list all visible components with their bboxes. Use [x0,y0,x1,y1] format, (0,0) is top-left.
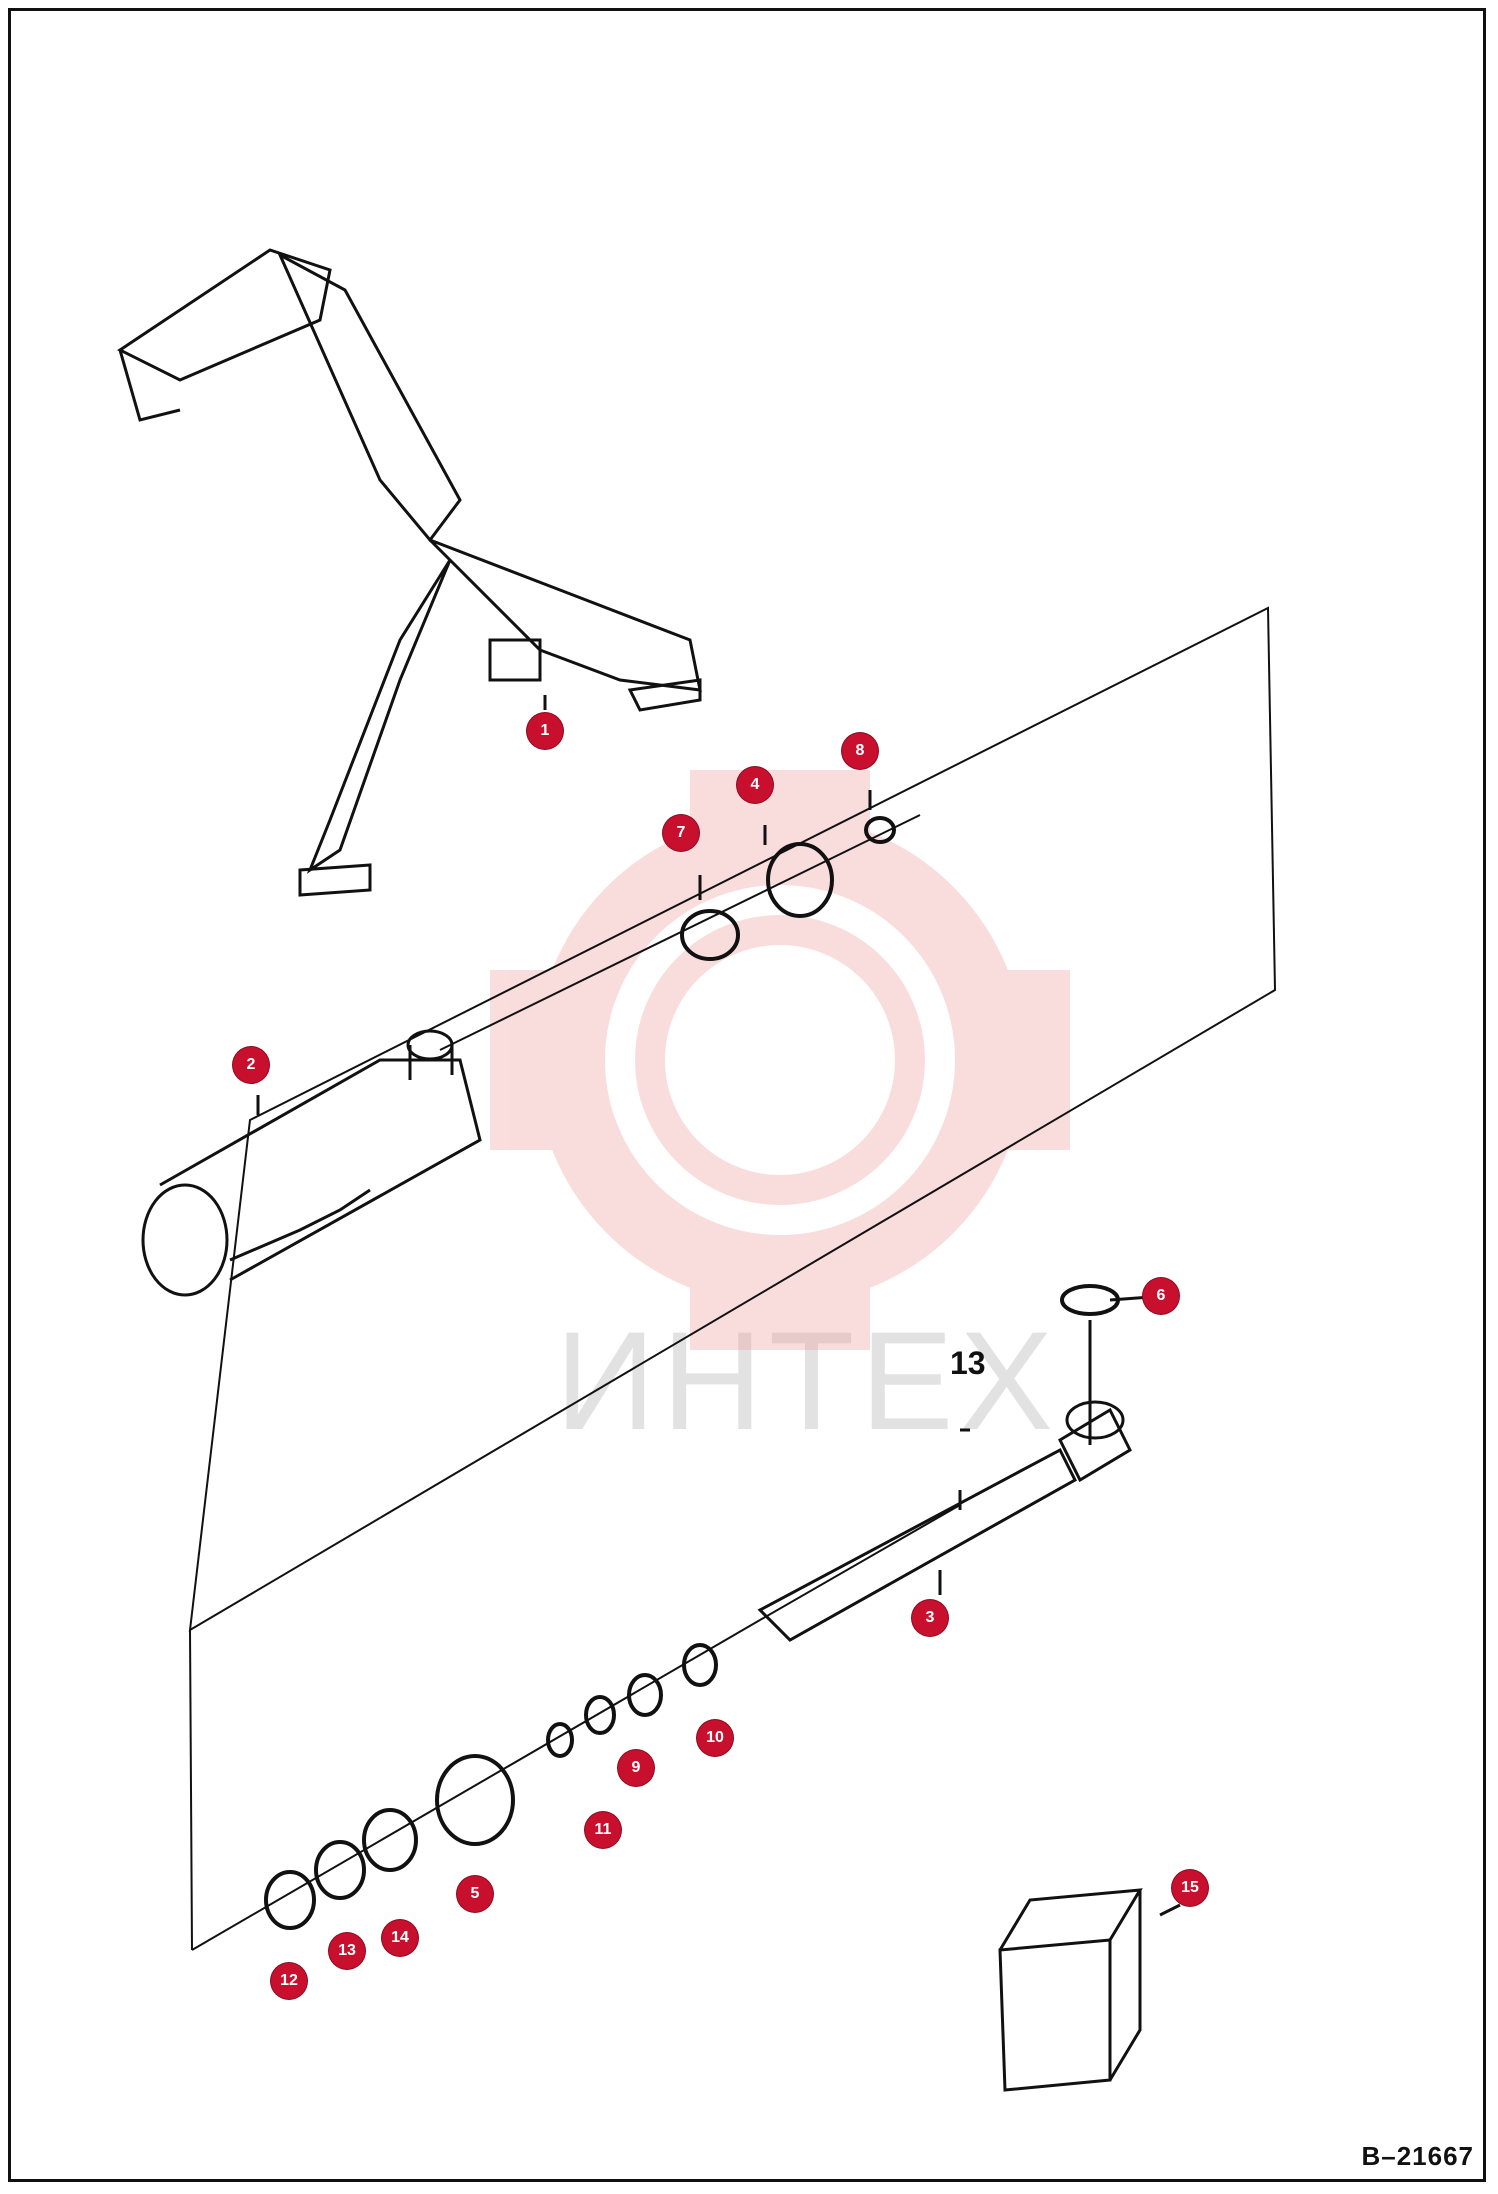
callout-5: 5 [457,1876,493,1912]
leader-lines [256,695,1181,1917]
callout-1: 1 [527,713,563,749]
diagram-frame [8,8,1486,2182]
callout-10: 10 [697,1720,733,1756]
callout-8: 8 [842,733,878,769]
piston-rod [757,1400,1132,1642]
callout-2: 2 [233,1047,269,1083]
callout-14: 14 [382,1920,418,1956]
callout-6: 6 [1143,1278,1179,1314]
callout-11: 11 [585,1812,621,1848]
callout-13: 13 [329,1933,365,1969]
callout-9: 9 [618,1750,654,1786]
seal-kit-box [998,1888,1143,2092]
callout-15: 15 [1172,1870,1208,1906]
label-13-plain: 13 [950,1345,986,1381]
callout-12: 12 [271,1963,307,1999]
callout-4: 4 [737,767,773,803]
watermark-text: ИНТЕХ [555,1302,1060,1459]
boom-assembly [117,248,702,897]
watermark-gear-logo [490,770,1070,1350]
explosion-guides [188,606,1277,1951]
cylinder-barrel [141,1029,482,1297]
callout-7: 7 [663,815,699,851]
drawing-id: B–21667 [1361,2141,1474,2171]
callout-3: 3 [912,1600,948,1636]
